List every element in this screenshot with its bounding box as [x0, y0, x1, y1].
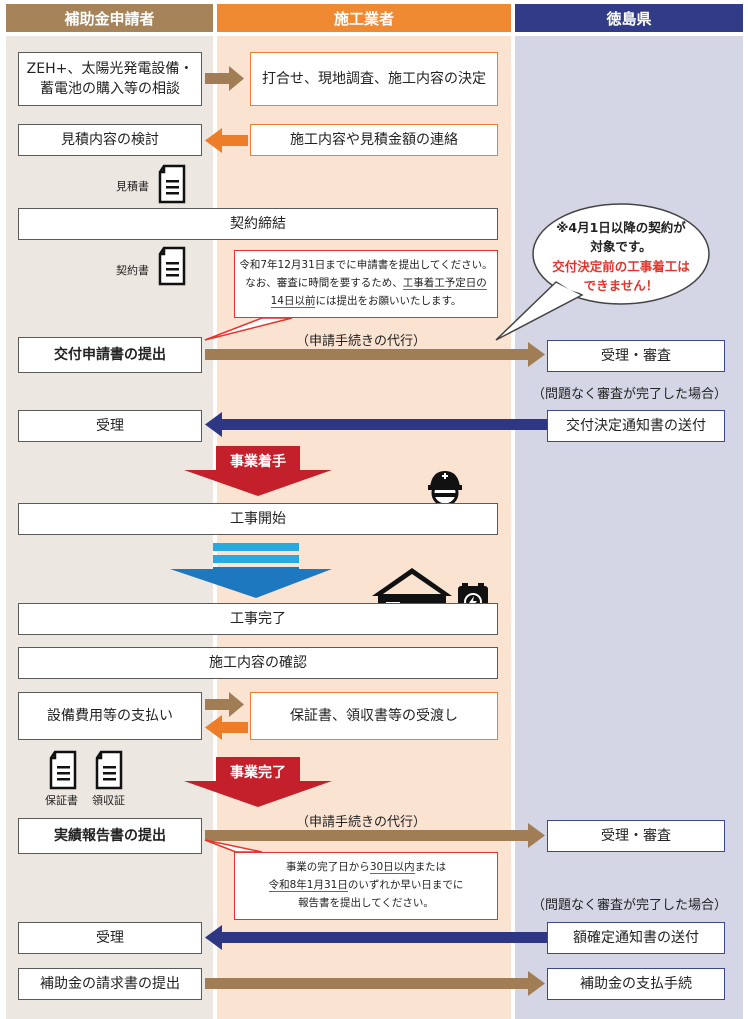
application-submit-box: 交付申請書の提出: [18, 337, 202, 373]
callout-line: 対象です。: [590, 239, 652, 255]
claim-submit-box: 補助金の請求書の提出: [18, 968, 202, 1000]
contractor-header: 施工業者: [217, 4, 511, 32]
callout-line: 交付決定前の工事着工は: [552, 258, 690, 274]
arrow-claim-to-prefecture: [205, 971, 545, 996]
estimate-review-box: 見積内容の検討: [18, 124, 202, 156]
callout-bubble: [495, 203, 710, 341]
work-start-box: 工事開始: [18, 503, 498, 535]
amount-notice-box: 額確定通知書の送付: [547, 922, 725, 954]
callout-line: ※4月1日以降の契約が: [556, 220, 686, 235]
consult-line-1: ZEH+、太陽光発電設備・: [26, 60, 194, 77]
note-line: 事業の完了日から30日以内または: [235, 859, 497, 877]
note-text: または: [414, 861, 447, 874]
applicant-header: 補助金申請者: [6, 4, 213, 32]
banner-arrow-work-complete: [184, 757, 332, 807]
consult-line-2: 蓄電池の購入等の相談: [40, 81, 180, 97]
estimate-document-icon: [158, 164, 186, 204]
meeting-box: 打合せ、現地調査、施工内容の決定: [250, 52, 498, 106]
receive-box-2: 受理: [18, 922, 202, 954]
note-line: 令和7年12月31日までに申請書を提出してください。: [239, 259, 493, 272]
banner-work-start: 事業着手: [230, 454, 286, 470]
proxy-label-2: （申請手続きの代行）: [296, 815, 427, 830]
arrow-application-to-prefecture: [205, 342, 545, 367]
prefecture-lane: [515, 36, 743, 1019]
note-line: 報告書を提出してください。: [298, 896, 434, 909]
contract-box: 契約締結: [18, 208, 498, 240]
arrow-amount-to-applicant: [205, 925, 550, 950]
review-ok-label-1: （問題なく審査が完了した場合）: [532, 387, 728, 402]
contract-document-icon: [158, 246, 186, 286]
payment-procedure-box: 補助金の支払手続: [547, 968, 725, 1000]
application-deadline-note: 令和7年12月31日までに申請書を提出してください。 なお、審査に時間を要するた…: [234, 250, 498, 318]
consult-box: ZEH+、太陽光発電設備・ 蓄電池の購入等の相談: [18, 52, 202, 106]
receipt-document-icon: [95, 750, 123, 790]
receive-review-box-1: 受理・審査: [547, 340, 725, 372]
arrow-decision-to-applicant: [205, 412, 550, 437]
estimate-doc-label: 見積書: [116, 180, 149, 193]
arrow-report-to-prefecture: [205, 823, 545, 848]
estimate-contact-box: 施工内容や見積金額の連絡: [250, 124, 498, 156]
progress-stripe: [213, 555, 299, 563]
callout-text: ※4月1日以降の契約が 対象です。 交付決定前の工事着工は できません！: [540, 218, 702, 296]
note-text: 事業の完了日から: [285, 861, 370, 874]
banner-arrow-work-start: [184, 446, 332, 496]
arrow-estimate-to-applicant: [205, 128, 248, 153]
prefecture-header: 徳島県: [515, 4, 743, 32]
arrow-consult-to-meeting: [205, 66, 244, 91]
contract-doc-label: 契約書: [116, 264, 149, 277]
report-submit-box: 実績報告書の提出: [18, 818, 202, 854]
note-underlined-text: 令和8年1月31日: [268, 879, 348, 893]
callout-line: できません！: [583, 278, 659, 294]
note-pointer: [204, 317, 293, 341]
note-underlined-text: 30日以内: [369, 861, 415, 875]
report-deadline-note: 事業の完了日から30日以内または 令和8年1月31日のいずれか早い日までに 報告…: [234, 852, 498, 920]
payment-box: 設備費用等の支払い: [18, 692, 202, 740]
proxy-label-1: （申請手続きの代行）: [296, 334, 427, 349]
warranty-doc-label: 保証書: [45, 794, 78, 807]
arrow-payment-to-contractor: [205, 692, 244, 717]
receipt-doc-label: 領収証: [92, 794, 125, 807]
note-line: 14日以前には提出をお願いいたします。: [235, 293, 497, 311]
review-ok-label-2: （問題なく審査が完了した場合）: [532, 898, 728, 913]
progress-arrow: [170, 567, 332, 598]
note-underlined-text: 14日以前: [270, 294, 316, 308]
arrow-warranty-to-applicant: [205, 715, 248, 740]
inspection-box: 施工内容の確認: [18, 647, 498, 679]
banner-work-complete: 事業完了: [230, 765, 286, 781]
note-text: なお、審査に時間を要するため、: [245, 277, 403, 290]
warranty-handover-box: 保証書、領収書等の受渡し: [250, 692, 498, 740]
note-text: には提出をお願いいたします。: [315, 294, 462, 307]
note-line: なお、審査に時間を要するため、工事着工予定日の: [235, 275, 497, 293]
note-text: のいずれか早い日までに: [347, 879, 464, 892]
work-complete-box: 工事完了: [18, 603, 498, 635]
warranty-document-icon: [49, 750, 77, 790]
progress-stripe: [213, 543, 299, 551]
receive-review-box-2: 受理・審査: [547, 820, 725, 852]
decision-notice-box: 交付決定通知書の送付: [547, 410, 725, 442]
receive-box-1: 受理: [18, 410, 202, 442]
note-line: 令和8年1月31日のいずれか早い日までに: [235, 877, 497, 895]
note-pointer: [204, 839, 263, 853]
note-underlined-text: 工事着工予定日の: [402, 277, 487, 291]
